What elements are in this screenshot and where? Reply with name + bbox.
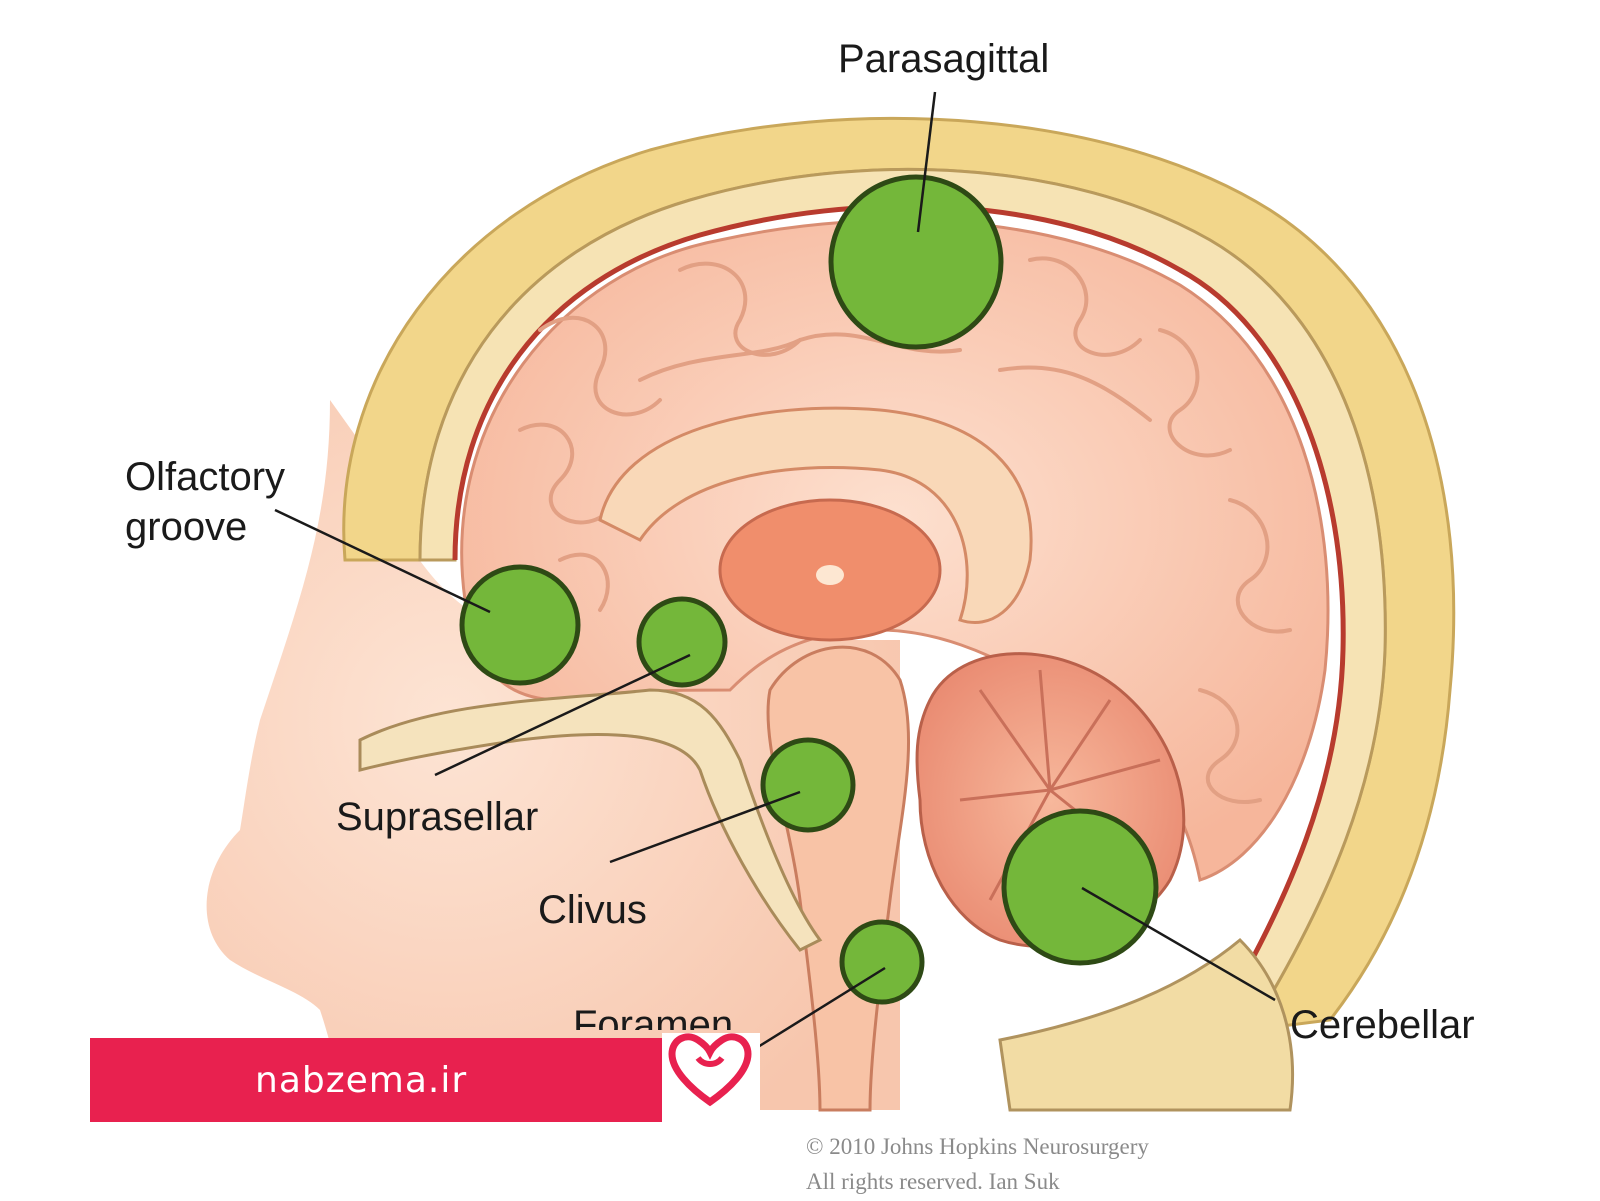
tumor-foramen bbox=[839, 919, 925, 1005]
tumor-parasagittal bbox=[828, 174, 1004, 350]
occipital-bone bbox=[998, 937, 1294, 1112]
dura-mater bbox=[452, 203, 1346, 1027]
tumor-olfactory-groove bbox=[459, 564, 581, 686]
tumor-clivus bbox=[760, 737, 856, 833]
heart-logo-icon bbox=[668, 1033, 752, 1107]
label-parasagittal: Parasagittal bbox=[838, 37, 1050, 81]
leader-clivus bbox=[609, 790, 801, 864]
copyright-notice: © 2010 Johns Hopkins Neurosurgery All ri… bbox=[806, 1134, 1149, 1194]
tumor-suprasellar bbox=[636, 596, 728, 688]
label-cerebellar: Cerebellar bbox=[1290, 1003, 1475, 1047]
tumor-cerebellar bbox=[1001, 808, 1159, 966]
gyri-texture bbox=[518, 256, 1292, 804]
leader-olfactory bbox=[274, 508, 491, 614]
face-profile bbox=[206, 400, 901, 1110]
watermark-banner: nabzema.ir bbox=[90, 1038, 662, 1122]
label-suprasellar: Suprasellar bbox=[336, 795, 539, 839]
leader-cerebellar bbox=[1081, 886, 1276, 1002]
heart-logo-inner-icon bbox=[695, 1055, 725, 1067]
skull-base bbox=[358, 688, 823, 952]
corpus-callosum bbox=[598, 406, 1033, 624]
leader-foramen bbox=[744, 966, 886, 1057]
label-olfactory-groove: Olfactory groove bbox=[125, 455, 286, 549]
watermark-site-text: nabzema.ir bbox=[255, 1059, 468, 1101]
label-clivus: Clivus bbox=[538, 888, 647, 932]
leader-parasagittal bbox=[916, 91, 937, 233]
ventricle-dot bbox=[816, 565, 844, 585]
label-foramen: Foramen bbox=[573, 1003, 734, 1030]
leader-lines bbox=[274, 91, 1276, 1057]
leader-suprasellar bbox=[434, 653, 691, 777]
